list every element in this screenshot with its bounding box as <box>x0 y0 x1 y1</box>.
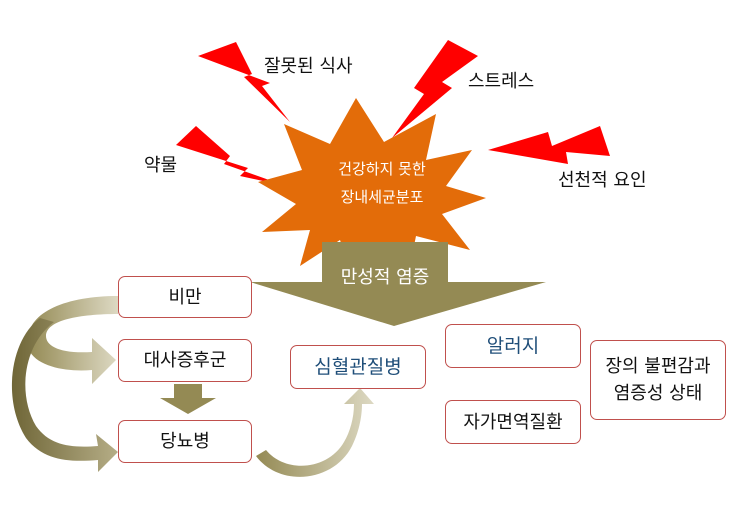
bolt-drug <box>176 126 286 186</box>
main-arrow-label: 만성적 염증 <box>340 267 430 288</box>
bolt-congenital <box>488 126 610 164</box>
box-diabetes-label: 당뇨병 <box>160 431 210 452</box>
box-allergy-label: 알러지 <box>486 334 540 357</box>
curve-arrow-obesity-metabolic <box>27 296 118 384</box>
box-gut-line2: 염증성 상태 <box>613 383 703 404</box>
factor-diet-label: 잘못된 식사 <box>264 56 353 77</box>
box-gut-line1: 장의 불편감과 <box>605 356 711 377</box>
box-diabetes: 당뇨병 <box>118 420 252 463</box>
center-burst <box>258 98 486 282</box>
box-obesity-label: 비만 <box>168 286 202 308</box>
center-text-line1: 건강하지 못한 <box>338 160 426 178</box>
down-arrow-small <box>160 384 216 414</box>
box-obesity: 비만 <box>118 276 252 318</box>
box-cardio-label: 심혈관질병 <box>314 355 402 378</box>
bolt-stress <box>392 40 478 138</box>
bolt-diet <box>198 42 290 122</box>
box-autoimmune-label: 자가면역질환 <box>463 411 563 433</box>
curve-arrow-obesity-diabetes <box>11 318 119 472</box>
curve-arrow-diabetes-cardio <box>256 388 374 477</box>
box-autoimmune: 자가면역질환 <box>445 400 581 444</box>
center-text-line2: 장내세균분포 <box>340 188 424 206</box>
box-allergy: 알러지 <box>445 324 581 368</box>
main-arrow <box>250 242 546 326</box>
factor-drug-label: 약물 <box>144 155 178 176</box>
box-metabolic-label: 대사증후군 <box>143 350 227 371</box>
box-cardio: 심혈관질병 <box>290 345 426 389</box>
factor-stress-label: 스트레스 <box>468 71 535 92</box>
box-metabolic: 대사증후군 <box>118 339 252 382</box>
factor-congenital-label: 선천적 요인 <box>558 170 647 191</box>
box-gut-condition: 장의 불편감과 염증성 상태 <box>590 340 726 420</box>
